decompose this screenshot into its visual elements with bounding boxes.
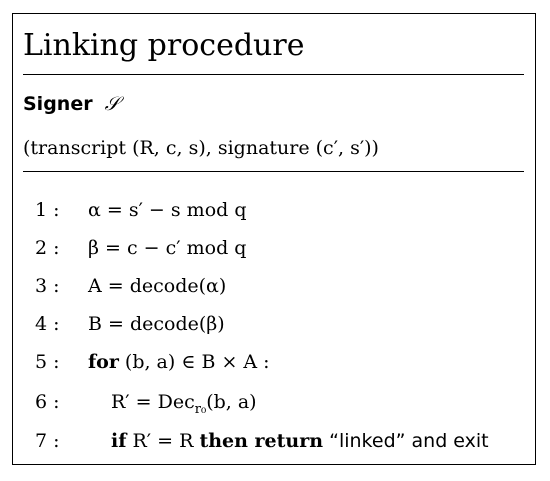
- step-number: 1 :: [35, 199, 60, 221]
- for-keyword: for: [88, 351, 119, 373]
- step-6: 6 : R′ = Decr₀(b, a): [13, 387, 535, 417]
- signer-symbol: 𝒮: [104, 93, 120, 115]
- step-code: α = s′ − s mod q: [88, 199, 247, 221]
- step-number: 3 :: [35, 275, 60, 297]
- assign-expression: R′ = Dec: [111, 391, 195, 413]
- return-value: “linked” and exit: [329, 430, 489, 452]
- step-code: A = decode(α): [88, 275, 227, 297]
- signer-heading: Signer 𝒮: [23, 92, 119, 116]
- step-1: 1 : α = s′ − s mod q: [13, 195, 535, 225]
- dec-args: (b, a): [206, 391, 257, 413]
- step-number: 5 :: [35, 351, 60, 373]
- step-number: 6 :: [35, 391, 60, 413]
- loop-expression: (b, a) ∈ B × A :: [124, 351, 270, 373]
- algorithm-box: Linking procedure Signer 𝒮 (transcript (…: [12, 13, 536, 465]
- step-code: β = c − c′ mod q: [88, 237, 247, 259]
- dec-subscript: r₀: [194, 401, 207, 417]
- then-return-keyword: then return: [199, 430, 324, 452]
- step-number: 4 :: [35, 313, 60, 335]
- if-keyword: if: [111, 430, 127, 452]
- condition-expression: R′ = R: [132, 430, 194, 452]
- inputs-rule: [23, 171, 524, 172]
- step-4: 4 : B = decode(β): [13, 309, 535, 339]
- step-3: 3 : A = decode(α): [13, 271, 535, 301]
- step-number: 7 :: [35, 430, 60, 452]
- signer-label: Signer: [23, 93, 93, 115]
- signer-inputs: (transcript (R, c, s), signature (c′, s′…: [23, 137, 379, 159]
- step-code: for (b, a) ∈ B × A :: [88, 347, 270, 377]
- step-number: 2 :: [35, 237, 60, 259]
- step-code: B = decode(β): [88, 313, 225, 335]
- step-code: R′ = Decr₀(b, a): [111, 387, 257, 425]
- step-2: 2 : β = c − c′ mod q: [13, 233, 535, 263]
- step-5: 5 : for (b, a) ∈ B × A :: [13, 347, 535, 377]
- title-rule: [23, 74, 524, 75]
- step-code: if R′ = R then return “linked” and exit: [111, 426, 489, 456]
- step-7: 7 : if R′ = R then return “linked” and e…: [13, 426, 535, 456]
- algorithm-title: Linking procedure: [23, 28, 305, 63]
